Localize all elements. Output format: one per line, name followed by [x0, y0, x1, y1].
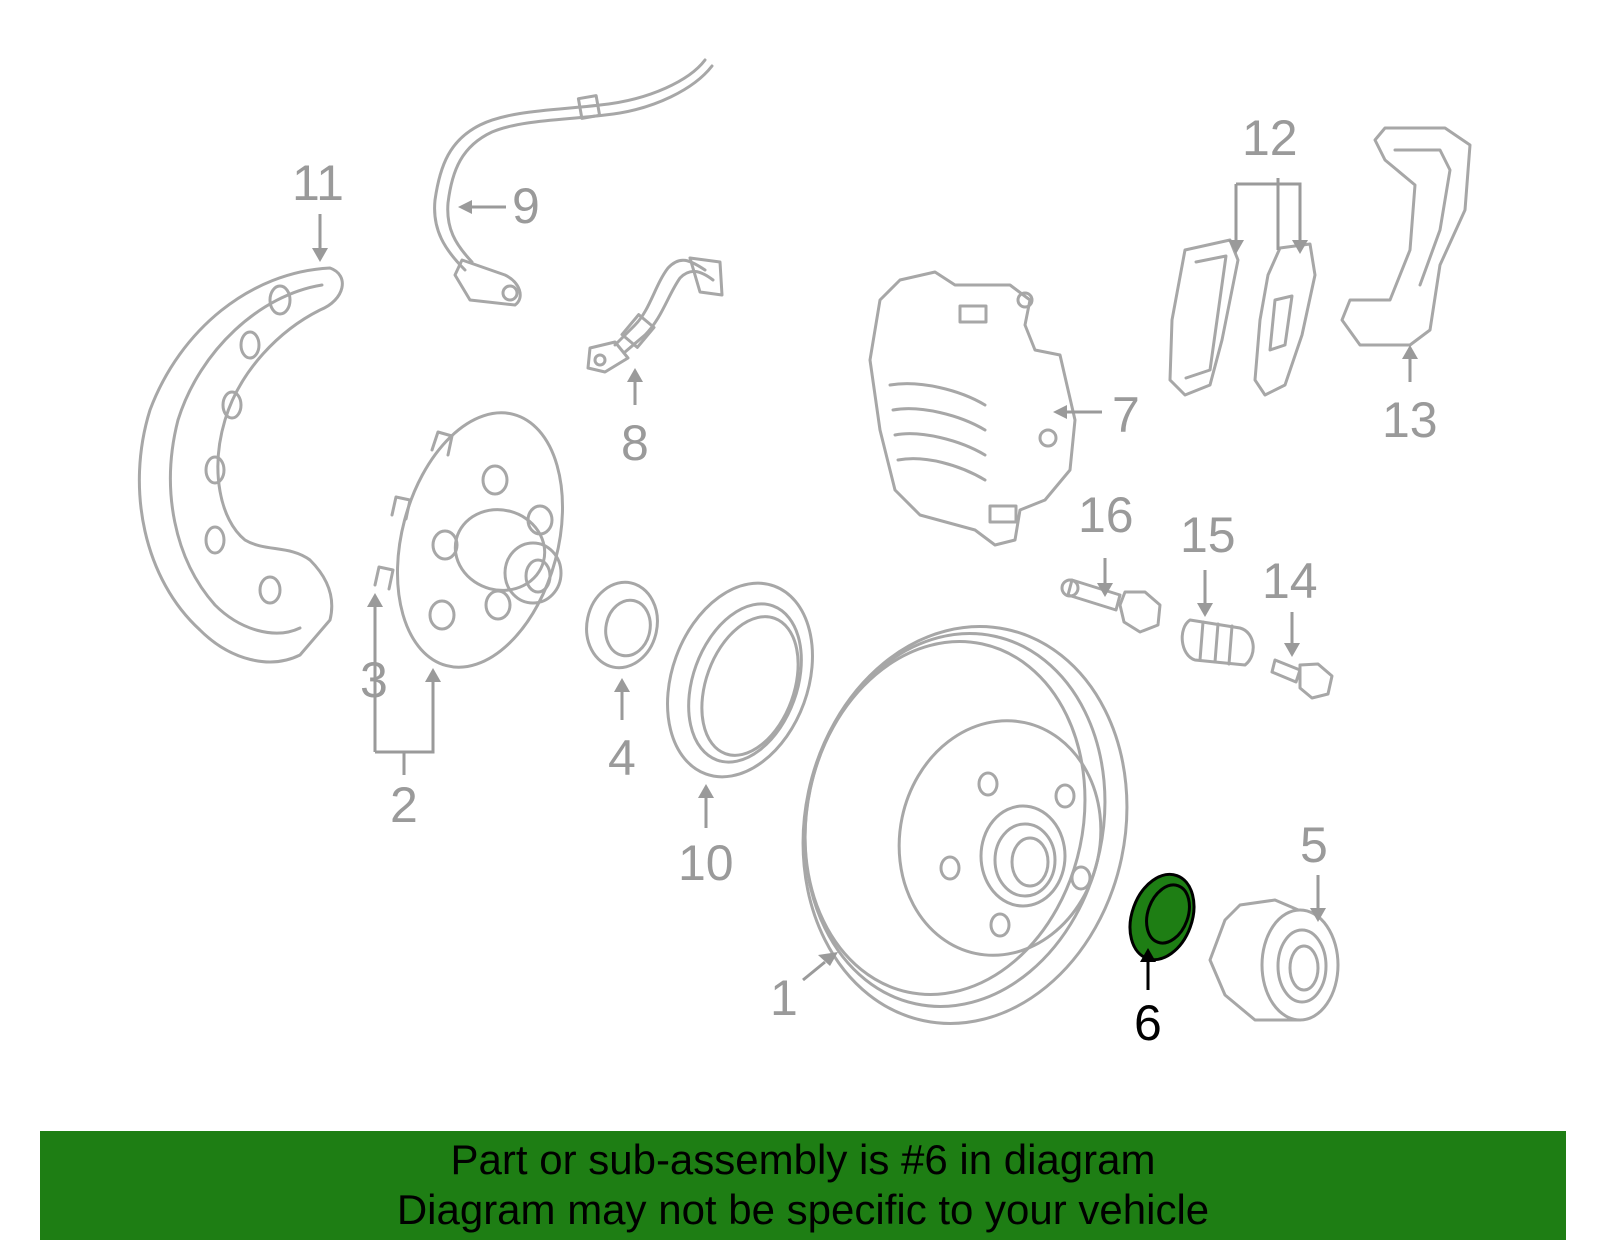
- callout-11: 11: [292, 155, 344, 211]
- guide-pin-boot[interactable]: [1180, 618, 1255, 667]
- brake-rotor[interactable]: [767, 596, 1163, 1054]
- callout-3: 3: [360, 652, 388, 708]
- caliper-bracket[interactable]: [1340, 126, 1472, 347]
- leader-lines: [312, 178, 1418, 990]
- wheel-bearing[interactable]: [1208, 898, 1340, 1022]
- guide-bolt[interactable]: [1060, 578, 1162, 634]
- callout-10: 10: [678, 835, 734, 891]
- info-banner: Part or sub-assembly is #6 in diagram Di…: [40, 1131, 1566, 1240]
- callout-14: 14: [1262, 553, 1318, 609]
- banner-line-1: Part or sub-assembly is #6 in diagram: [450, 1136, 1156, 1183]
- brake-pads[interactable]: [1168, 238, 1317, 397]
- callout-8: 8: [621, 415, 649, 471]
- abs-sensor-wire[interactable]: [433, 58, 714, 307]
- brake-hose[interactable]: [586, 256, 724, 374]
- callout-6: 6: [1134, 995, 1162, 1051]
- callout-16: 16: [1078, 487, 1134, 543]
- banner-line-2: Diagram may not be specific to your vehi…: [396, 1186, 1210, 1233]
- callout-2: 2: [390, 777, 418, 833]
- parts-diagram: 1 2 3 4 5 6 7 8 9 10 11 12 13 14 15 16: [137, 58, 1472, 1054]
- inner-seal[interactable]: [579, 576, 665, 675]
- callout-4: 4: [608, 730, 636, 786]
- callout-9: 9: [512, 178, 540, 234]
- caliper-bolt[interactable]: [1270, 658, 1334, 700]
- brake-caliper[interactable]: [868, 270, 1077, 547]
- callout-13: 13: [1382, 392, 1438, 448]
- callout-numbers: 1 2 3 4 5 6 7 8 9 10 11 12 13 14 15 16: [292, 110, 1438, 1051]
- callout-5: 5: [1300, 817, 1328, 873]
- callout-7: 7: [1112, 387, 1140, 443]
- highlighted-part-6[interactable]: [1119, 865, 1205, 968]
- callout-12: 12: [1242, 110, 1298, 166]
- bearing-seal-ring[interactable]: [642, 563, 838, 797]
- callout-15: 15: [1180, 507, 1236, 563]
- callout-1: 1: [770, 970, 798, 1026]
- splash-shield[interactable]: [137, 266, 344, 664]
- wheel-hub[interactable]: [371, 394, 589, 686]
